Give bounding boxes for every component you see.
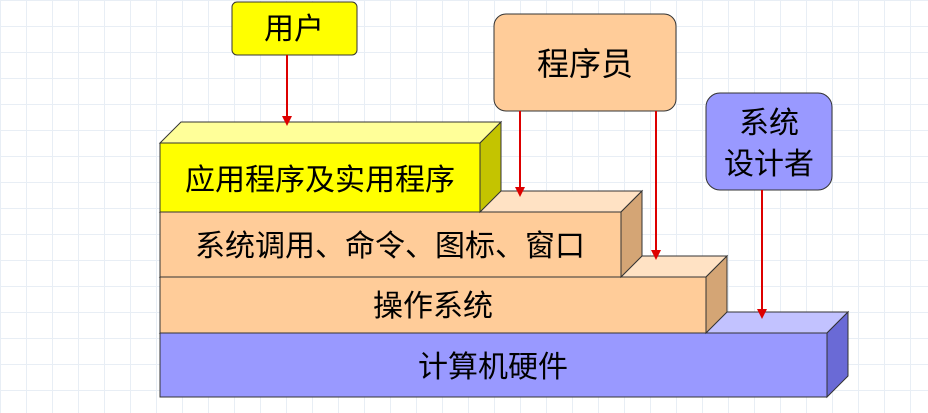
actor-designer-label-line2: 设计者 <box>724 147 814 182</box>
actor-user: 用户 <box>231 1 358 56</box>
actor-user-label: 用户 <box>264 12 324 47</box>
actor-system-designer: 系统 设计者 <box>705 92 833 191</box>
actor-programmer-label: 程序员 <box>537 45 633 83</box>
layer-os-label: 操作系统 <box>373 289 493 324</box>
layer-interfaces-label: 系统调用、命令、图标、窗口 <box>195 229 585 264</box>
layer-hardware-label: 计算机硬件 <box>418 350 568 385</box>
layer-apps: 应用程序及实用程序 <box>158 120 503 214</box>
layer-apps-label: 应用程序及实用程序 <box>185 163 455 198</box>
actor-programmer: 程序员 <box>493 13 677 112</box>
actor-designer-label-line1: 系统 <box>739 106 799 141</box>
